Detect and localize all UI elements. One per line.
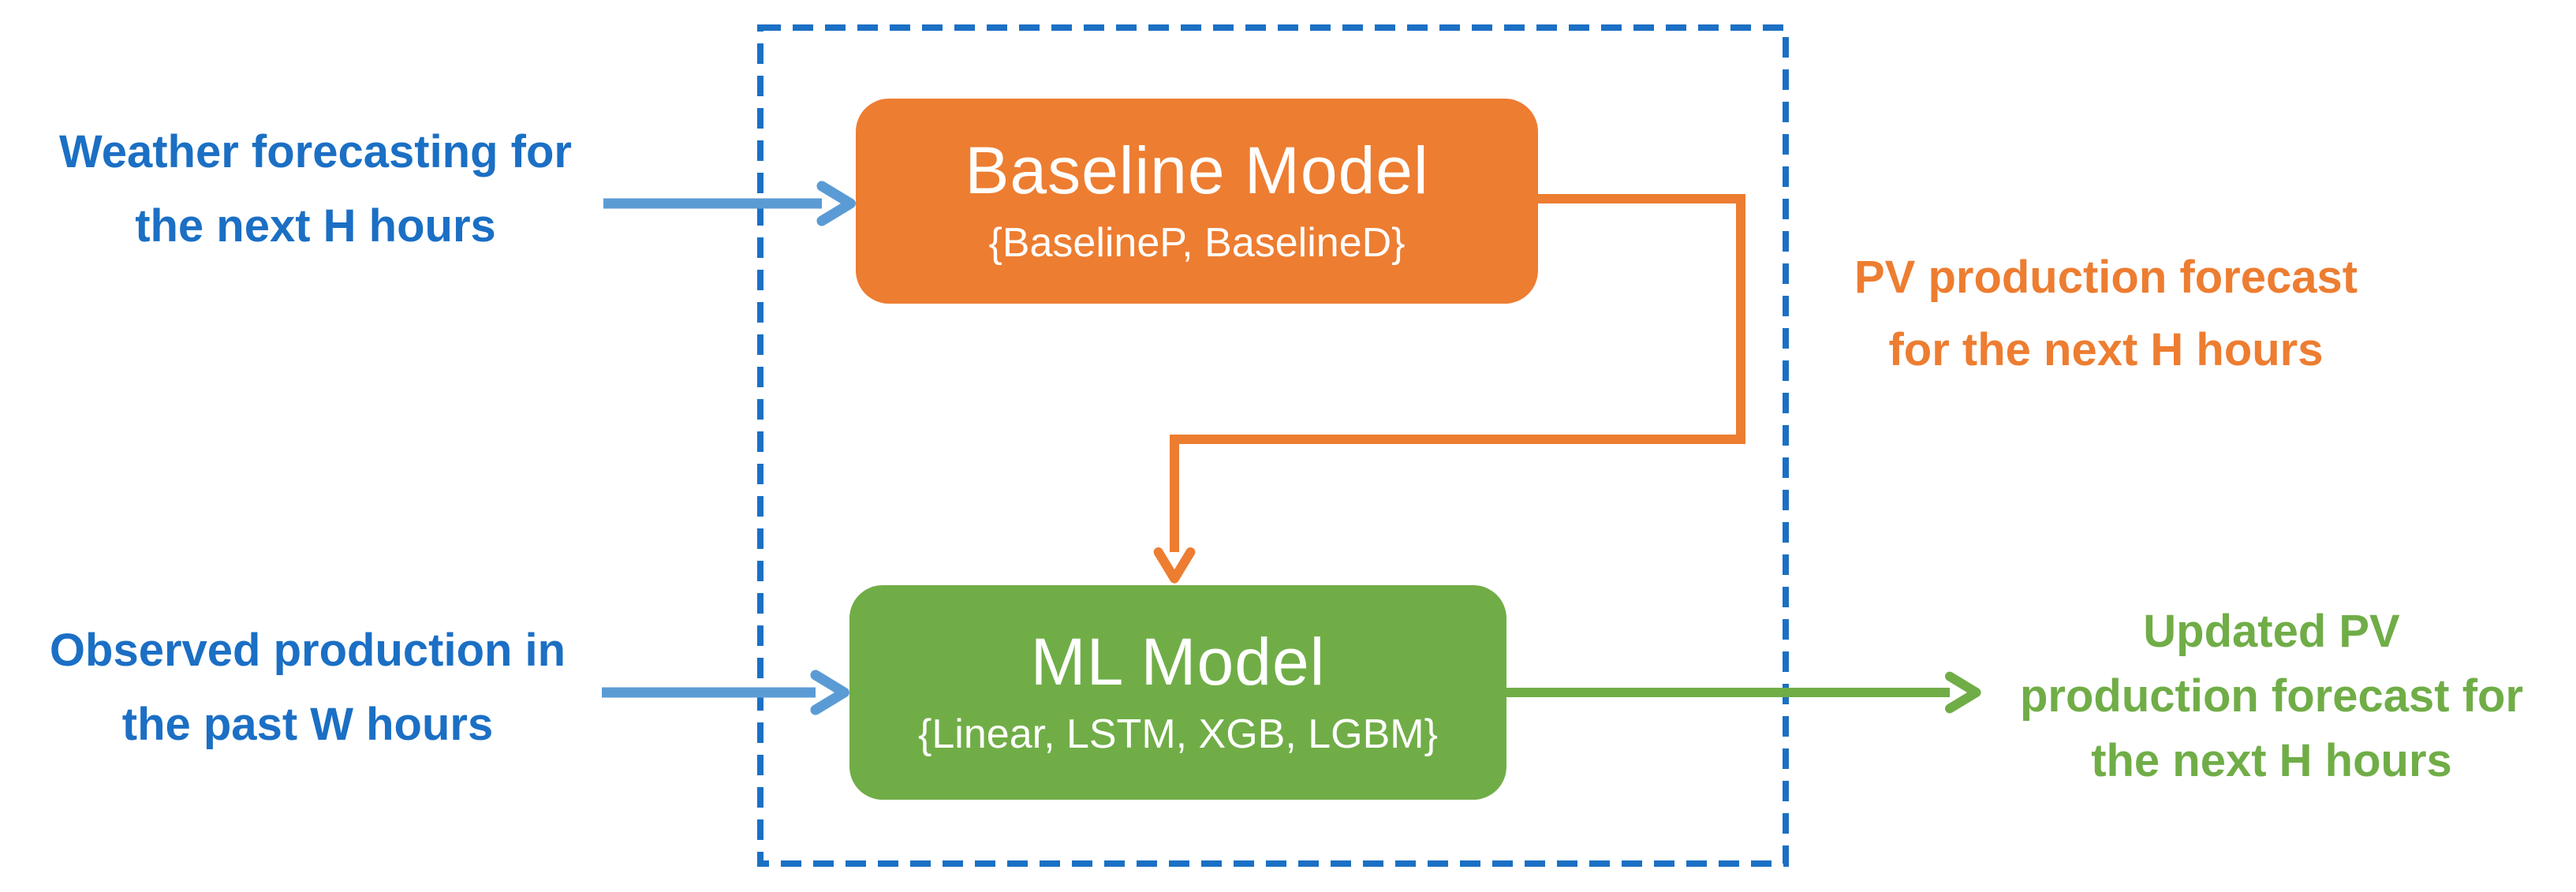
pv-forecast-label: PV production forecast for the next H ho… <box>1814 241 2398 386</box>
system-boundary-dashed-box <box>757 24 1789 867</box>
baseline-model-subtitle: {BaselineP, BaselineD} <box>988 219 1406 266</box>
ml-model-title: ML Model <box>1030 624 1326 699</box>
weather-input-label: Weather forecasting for the next H hours <box>16 115 615 263</box>
updated-forecast-label-line1: Updated PV <box>2143 606 2400 657</box>
baseline-model-node: Baseline Model {BaselineP, BaselineD} <box>856 99 1538 304</box>
observed-input-label-line1: Observed production in <box>49 625 566 676</box>
baseline-model-title: Baseline Model <box>965 132 1429 207</box>
baseline-to-ml-connector-arrow <box>1153 194 1745 584</box>
pv-forecast-label-line1: PV production forecast <box>1854 252 2358 303</box>
updated-forecast-label: Updated PV production forecast for the n… <box>1988 599 2555 793</box>
observed-input-label: Observed production in the past W hours <box>12 614 603 762</box>
ml-model-subtitle: {Linear, LSTM, XGB, LGBM} <box>918 711 1438 757</box>
weather-input-label-line1: Weather forecasting for <box>59 126 572 177</box>
ml-model-node: ML Model {Linear, LSTM, XGB, LGBM} <box>849 585 1506 800</box>
pv-forecast-label-line2: for the next H hours <box>1888 324 2324 375</box>
observed-input-label-line2: the past W hours <box>121 699 494 750</box>
weather-input-label-line2: the next H hours <box>135 200 496 252</box>
updated-forecast-label-line3: the next H hours <box>2091 735 2452 786</box>
updated-forecast-label-line2: production forecast for <box>2019 670 2524 722</box>
